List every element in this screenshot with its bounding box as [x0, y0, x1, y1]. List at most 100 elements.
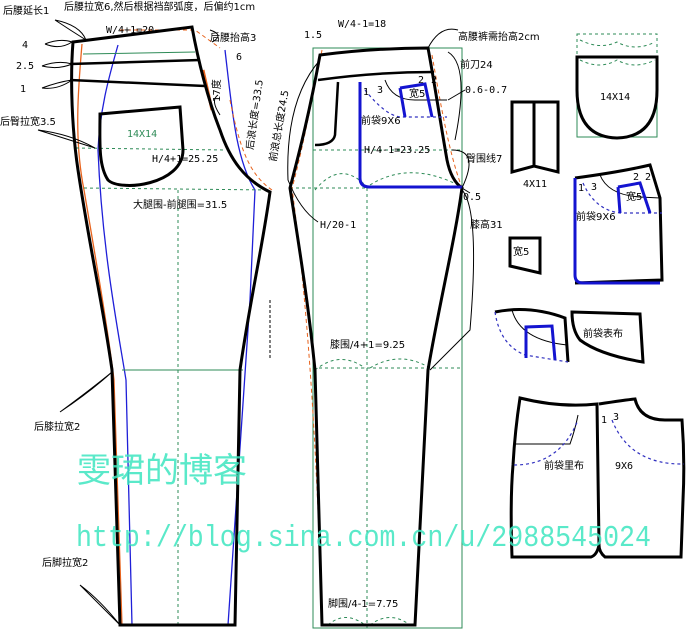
label-mark-6: 6 — [236, 52, 242, 63]
label-detail-mark-2a: 2 — [633, 172, 639, 183]
label-mark-05: 0.5 — [463, 192, 481, 203]
pocket-small-curve — [511, 309, 568, 346]
leader-1 — [41, 79, 73, 89]
label-hem-formula: 脚围/4-1=7.75 — [328, 597, 398, 610]
front-fly-line — [314, 81, 340, 147]
front-thigh-curves — [314, 172, 461, 191]
pocket-detail-piece — [573, 163, 664, 285]
label-mark-25: 2.5 — [16, 61, 34, 72]
front-pocket-bag-outline — [358, 82, 463, 189]
leader-knee-widen — [59, 371, 113, 413]
leader-waist-raise — [209, 29, 219, 43]
leader-waist-extend — [54, 19, 88, 42]
front-pocket-dashed — [364, 89, 447, 118]
front-coin-pocket-outline — [398, 82, 434, 118]
label-back-hem-widen: 后脚拉宽2 — [42, 556, 88, 569]
pocket-lining-left — [509, 396, 601, 559]
label-pocket-lining: 前袋里布 — [544, 459, 584, 472]
back-pocket-curve-dashed — [579, 59, 656, 66]
label-h20: H/20-1 — [320, 220, 356, 231]
back-piece-outline — [70, 25, 272, 627]
label-offset: 0.6-0.7 — [465, 85, 507, 96]
label-back-waist-extend: 后腰延长1 — [3, 5, 49, 17]
label-detail-mark-2b: 2 — [645, 172, 651, 183]
watermark-blog-name: 雯珺的博客 — [77, 451, 247, 491]
leader-offset — [447, 89, 466, 101]
label-lining-mark-3: 3 — [613, 412, 619, 423]
front-knee-curves — [314, 358, 431, 371]
label-thigh-formula: 大腿围-前腿围=31.5 — [133, 198, 227, 211]
back-green-line — [82, 51, 196, 55]
leader-h20 — [287, 59, 321, 223]
pocket-facing-outline — [570, 310, 645, 364]
label-front-coin-width: 宽5 — [409, 87, 425, 100]
label-detail-width: 宽5 — [626, 190, 642, 203]
label-detail-mark-1: 1 — [578, 183, 584, 194]
leader-dart — [214, 94, 221, 116]
label-front-rise-total: 前浪总长度24.5 — [266, 89, 291, 162]
label-front-waist-formula: W/4-1=18 — [338, 19, 386, 30]
label-hip-line: 臀围线7 — [466, 152, 502, 165]
pocket-small-coin — [524, 324, 557, 361]
pocket-detail-opening — [599, 174, 661, 199]
label-front-blade: 前刀24 — [460, 58, 493, 71]
belt-loop-piece — [510, 100, 560, 174]
label-back-pocket-piece: 14X14 — [600, 92, 630, 103]
label-detail-mark-3: 3 — [591, 182, 597, 193]
leader-4 — [44, 39, 74, 48]
back-blue-line-left — [97, 44, 133, 626]
label-front-mark-2a: 2 — [418, 75, 424, 86]
back-yoke-line-2 — [69, 78, 206, 88]
label-coin: 宽5 — [513, 245, 529, 258]
coin-piece-outline — [508, 236, 542, 275]
front-piece — [287, 28, 475, 629]
back-pocket-piece-outline — [575, 55, 659, 140]
label-mark-4: 4 — [22, 40, 28, 51]
pocket-lining-facing-line — [514, 414, 579, 445]
label-mark-1: 1 — [20, 84, 26, 95]
front-crotch-dashed — [431, 54, 463, 189]
back-pocket-top-dashed — [576, 33, 658, 58]
pocket-small-outline — [494, 308, 570, 363]
label-back-hip-formula: H/4+1=25.25 — [152, 154, 218, 165]
label-dart-17: 17度 — [210, 79, 223, 102]
leader-hem-widen — [79, 584, 121, 626]
front-piece-outline — [288, 46, 464, 627]
leader-front-blade — [447, 51, 462, 141]
watermark: 雯珺的博客 http://blog.sina.com.cn/u/29885450… — [76, 451, 651, 556]
belt-loop-outline — [510, 100, 560, 174]
back-piece — [37, 19, 273, 627]
label-back-waist-formula: W/4+1=20 — [106, 25, 154, 36]
label-front-mark-3: 3 — [377, 85, 383, 96]
back-pocket-piece — [575, 33, 659, 140]
label-back-knee-widen: 后膝拉宽2 — [34, 420, 80, 433]
pocket-detail-outline-blue — [573, 178, 660, 285]
coin-piece — [508, 236, 542, 275]
back-pocket-outline — [98, 105, 185, 187]
label-belt-loop: 4X11 — [523, 179, 547, 190]
back-crotch-line — [83, 187, 271, 191]
label-knee-formula: 膝围/4+1=9.25 — [330, 338, 405, 351]
pocket-detail-coin — [616, 181, 652, 214]
pocket-lining-piece — [509, 396, 686, 559]
front-waistband-line — [317, 70, 435, 82]
labels: 后腰延长1 后腰拉宽6,然后根据裆部弧度，后偏约1cm W/4+1=20 后腰抬… — [0, 0, 651, 610]
label-front-pocket: 前袋9X6 — [361, 114, 401, 127]
label-pocket-facing: 前袋表布 — [583, 327, 623, 340]
pocket-lining-right — [597, 397, 686, 559]
label-front-mark-1: 1 — [363, 87, 369, 98]
front-pocket-opening — [384, 79, 447, 101]
label-high-waist: 高腰裤需抬高2cm — [458, 30, 540, 43]
back-crotch-dashed — [229, 99, 273, 191]
leader-high-waist — [427, 28, 459, 49]
back-waist-dashed — [120, 29, 221, 49]
leader-knee-height — [429, 187, 475, 371]
label-back-waist-widen: 后腰拉宽6,然后根据裆部弧度，后偏约1cm — [64, 0, 255, 13]
watermark-url: http://blog.sina.com.cn/u/2988545024 — [76, 521, 651, 556]
leader-hip-line — [451, 149, 470, 189]
back-yoke-line-1 — [69, 58, 201, 66]
label-lining-mark-1: 1 — [601, 415, 607, 426]
label-front-hip-formula: H/4-1=23.25 — [364, 145, 430, 156]
